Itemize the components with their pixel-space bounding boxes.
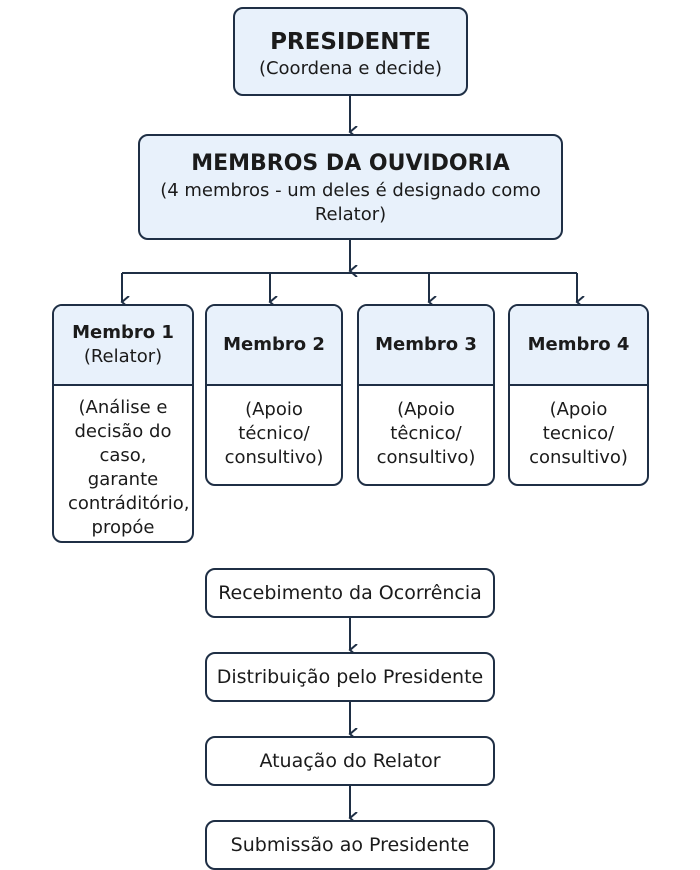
- member-description: (Apoio técnico/ consultivo): [224, 399, 324, 468]
- member-card-header: Membro 2: [207, 306, 341, 386]
- member-card-4: Membro 4 (Apoio tecnico/ consultivo): [508, 304, 649, 486]
- member-card-1: Membro 1 (Relator) (Análise e decisão do…: [52, 304, 194, 543]
- member-name: Membro 4: [527, 334, 630, 355]
- ombudsman-members-box: MEMBROS DA OUVIDORIA (4 membros - um del…: [138, 134, 563, 240]
- ombudsman-members-subtitle: (4 membros - um deles é designado como R…: [160, 180, 541, 225]
- president-box: PRESIDENTE (Coordena e decide): [233, 7, 468, 96]
- ombudsman-members-title: MEMBROS DA OUVIDORIA: [191, 151, 510, 176]
- flow-step-submission: Submissão ao Presidente: [205, 820, 495, 870]
- member-card-3: Membro 3 (Apoio têcnico/ consultivo): [357, 304, 495, 486]
- member-card-header: Membro 4: [510, 306, 647, 386]
- flow-step-rapporteur-action: Atuação do Relator: [205, 736, 495, 786]
- member-role: (Relator): [83, 346, 163, 367]
- flow-step-receipt: Recebimento da Ocorrência: [205, 568, 495, 618]
- member-name: Membro 2: [223, 334, 325, 355]
- member-name: Membro 1: [72, 322, 174, 343]
- member-name: Membro 3: [375, 334, 477, 355]
- president-title: PRESIDENTE: [270, 29, 431, 55]
- flow-step-distribution: Distribuição pelo Presidente: [205, 652, 495, 702]
- member-card-header: Membro 3: [359, 306, 493, 386]
- member-description: (Apoio têcnico/ consultivo): [376, 399, 476, 468]
- connector-lines: [0, 96, 700, 850]
- president-subtitle: (Coordena e decide): [258, 58, 443, 79]
- member-description: (Apoio tecnico/ consultivo): [529, 399, 628, 468]
- member-card-header: Membro 1 (Relator): [54, 306, 192, 386]
- member-description: (Análise e decisão do caso, garante cont…: [68, 397, 190, 538]
- member-card-2: Membro 2 (Apoio técnico/ consultivo): [205, 304, 343, 486]
